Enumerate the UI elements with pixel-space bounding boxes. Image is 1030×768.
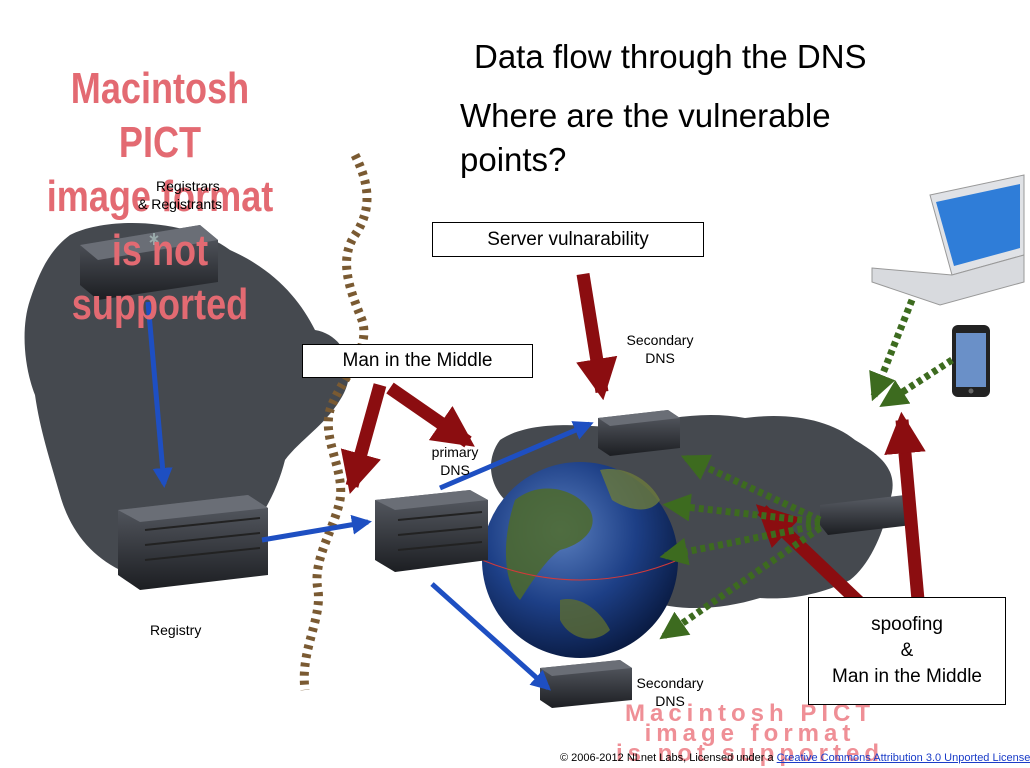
smartphone-icon	[952, 325, 990, 397]
server-icon	[80, 225, 912, 708]
license-link[interactable]: Creative Commons Attribution 3.0 Unporte…	[776, 752, 1030, 764]
slide-title: Data flow through the DNS	[474, 38, 867, 75]
firewall-line	[299, 152, 372, 691]
primary-dns-label: primary DNS	[431, 444, 479, 478]
man-in-the-middle-callout: Man in the Middle	[302, 344, 533, 378]
registrars-label: Registrars & Registrants	[138, 178, 223, 212]
server-vulnerability-callout: Server vulnarability	[432, 222, 704, 257]
laptop-icon	[871, 174, 1025, 306]
secondary-dns-bottom-label: Secondary DNS	[636, 675, 704, 709]
footer-text: © 2006-2012 NLnet Labs, Licensed under a	[560, 752, 777, 764]
pict-placeholder-bottom: Macintosh PICT image format is not suppo…	[616, 700, 884, 767]
registry-label: Registry	[150, 622, 202, 638]
license-footer: © 2006-2012 NLnet Labs, Licensed under a…	[560, 752, 1030, 764]
globe-icon	[481, 462, 679, 658]
slide-subtitle: Where are the vulnerable points?	[460, 97, 831, 178]
spoofing-callout: spoofing & Man in the Middle	[808, 597, 1006, 705]
secondary-dns-top-label: Secondary DNS	[626, 332, 694, 366]
pict-placeholder-top: Macintosh PICT image format is not suppo…	[46, 64, 274, 329]
registrar-cloud	[24, 223, 350, 581]
